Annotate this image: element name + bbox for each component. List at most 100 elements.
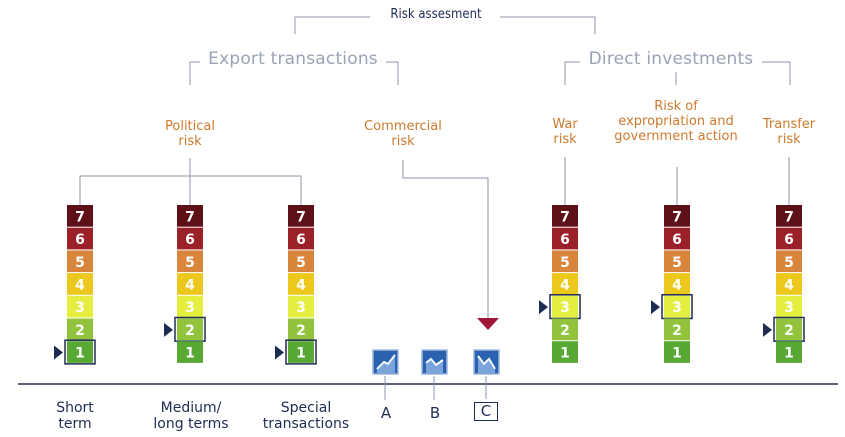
pointer-arrow-icon bbox=[539, 300, 548, 315]
level-7-cell[interactable] bbox=[288, 205, 314, 227]
level-4-cell[interactable] bbox=[288, 273, 314, 295]
level-5-cell[interactable] bbox=[664, 250, 690, 273]
level-2-cell[interactable] bbox=[664, 318, 690, 341]
level-6-cell[interactable] bbox=[552, 227, 578, 250]
level-5-cell[interactable] bbox=[552, 250, 578, 273]
level-5-cell[interactable] bbox=[776, 250, 802, 273]
level-4-cell[interactable] bbox=[664, 273, 690, 295]
level-2-label: 2 bbox=[560, 323, 570, 339]
level-6-label: 6 bbox=[75, 232, 85, 248]
level-2-cell[interactable] bbox=[288, 318, 314, 341]
level-1-cell[interactable] bbox=[552, 341, 578, 363]
level-7-cell[interactable] bbox=[664, 205, 690, 227]
transfer-risk-line-2: risk bbox=[777, 131, 801, 147]
level-7-cell[interactable] bbox=[776, 205, 802, 227]
level-2-label: 2 bbox=[185, 323, 195, 339]
option-a-label[interactable]: A bbox=[380, 404, 392, 422]
option-a[interactable] bbox=[372, 349, 399, 375]
direct-right-connector bbox=[762, 61, 791, 85]
level-6-cell[interactable] bbox=[776, 227, 802, 250]
level-5-label: 5 bbox=[560, 255, 570, 271]
political-risk-line-1: Political bbox=[165, 119, 215, 134]
level-6-cell[interactable] bbox=[288, 227, 314, 250]
level-1-label: 1 bbox=[185, 346, 195, 362]
option-b[interactable] bbox=[421, 349, 448, 375]
war-risk-line-2: risk bbox=[553, 131, 577, 147]
level-4-cell[interactable] bbox=[67, 273, 93, 295]
special-transactions-line-1: Special bbox=[280, 400, 332, 416]
level-6-label: 6 bbox=[560, 232, 570, 248]
option-c-label-selected[interactable]: C bbox=[474, 402, 498, 422]
expropriation-line-3: government action bbox=[614, 128, 738, 144]
expropriation-line-1: Risk of bbox=[654, 99, 698, 114]
level-3-label: 3 bbox=[672, 300, 682, 316]
level-3-cell[interactable] bbox=[776, 295, 802, 318]
level-6-cell[interactable] bbox=[177, 227, 203, 250]
pointer-arrow-icon bbox=[164, 322, 173, 337]
level-5-cell[interactable] bbox=[177, 250, 203, 273]
level-3-label: 3 bbox=[560, 300, 570, 316]
level-2-cell[interactable] bbox=[67, 318, 93, 341]
level-3-cell[interactable] bbox=[288, 295, 314, 318]
direct-investments-heading: Direct investments bbox=[588, 49, 754, 69]
level-7-cell[interactable] bbox=[177, 205, 203, 227]
level-4-label: 4 bbox=[672, 277, 682, 293]
level-1-cell[interactable] bbox=[776, 341, 802, 363]
medium-long-line-1: Medium/ bbox=[160, 400, 222, 416]
special-transactions-caption: Special transactions bbox=[246, 400, 366, 432]
option-b-label[interactable]: B bbox=[429, 404, 441, 422]
short-term-line-2: term bbox=[58, 416, 92, 433]
level-6-label: 6 bbox=[672, 232, 682, 248]
level-7-label: 7 bbox=[672, 209, 682, 225]
level-6-cell[interactable] bbox=[67, 227, 93, 250]
level-6-label: 6 bbox=[784, 232, 794, 248]
export-left-connector bbox=[189, 61, 200, 85]
level-6-cell[interactable] bbox=[664, 227, 690, 250]
level-1-cell[interactable] bbox=[664, 341, 690, 363]
level-1-cell[interactable] bbox=[67, 341, 93, 363]
level-6-label: 6 bbox=[296, 232, 306, 248]
transfer-risk-label: Transfer risk bbox=[749, 117, 829, 148]
level-7-cell[interactable] bbox=[552, 205, 578, 227]
level-3-label: 3 bbox=[784, 300, 794, 316]
diagram-title: Risk assesment bbox=[390, 7, 482, 22]
level-4-cell[interactable] bbox=[776, 273, 802, 295]
trend-up-fill bbox=[377, 356, 395, 373]
level-3-cell[interactable] bbox=[177, 295, 203, 318]
level-1-cell[interactable] bbox=[177, 341, 203, 363]
level-1-cell[interactable] bbox=[288, 341, 314, 363]
title-right-connector bbox=[500, 16, 596, 34]
level-2-cell[interactable] bbox=[776, 318, 802, 341]
level-1-label: 1 bbox=[75, 346, 85, 362]
level-2-label: 2 bbox=[784, 323, 794, 339]
level-4-cell[interactable] bbox=[177, 273, 203, 295]
level-5-label: 5 bbox=[296, 255, 306, 271]
level-3-cell[interactable] bbox=[67, 295, 93, 318]
level-7-cell[interactable] bbox=[67, 205, 93, 227]
level-2-cell[interactable] bbox=[552, 318, 578, 341]
level-5-cell[interactable] bbox=[288, 250, 314, 273]
pointer-arrow-icon bbox=[651, 300, 660, 315]
level-7-label: 7 bbox=[185, 209, 195, 225]
level-3-cell[interactable] bbox=[664, 295, 690, 318]
direct-left-connector bbox=[564, 61, 580, 85]
level-3-label: 3 bbox=[185, 300, 195, 316]
war-risk-label: War risk bbox=[530, 117, 600, 148]
pointer-arrow-icon bbox=[763, 322, 772, 337]
pointer-arrow-icon bbox=[54, 345, 63, 360]
commercial-arrow-icon bbox=[477, 318, 499, 330]
option-c[interactable] bbox=[473, 349, 500, 375]
level-2-cell[interactable] bbox=[177, 318, 203, 341]
level-5-cell[interactable] bbox=[67, 250, 93, 273]
commercial-risk-line-2: risk bbox=[391, 133, 415, 149]
trend-down-fill bbox=[478, 357, 495, 373]
trend-flat-line bbox=[425, 357, 444, 367]
level-4-cell[interactable] bbox=[552, 273, 578, 295]
level-3-cell[interactable] bbox=[552, 295, 578, 318]
selected-level-frame bbox=[285, 339, 317, 365]
commercial-connector bbox=[402, 160, 489, 318]
